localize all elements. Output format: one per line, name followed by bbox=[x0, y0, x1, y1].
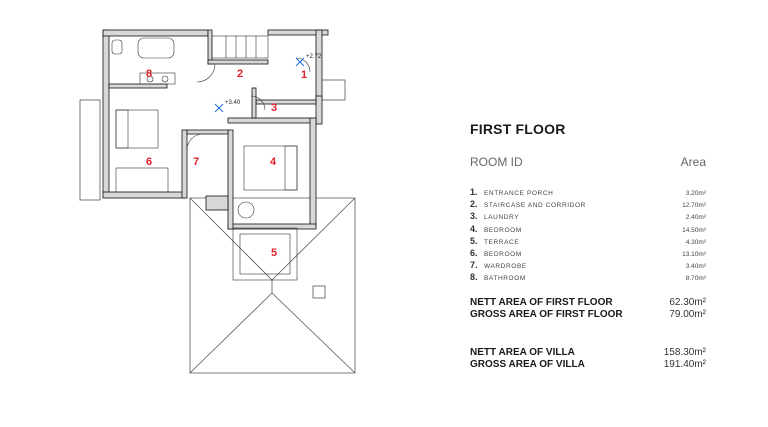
nett-villa-label: NETT AREA OF VILLA bbox=[470, 346, 575, 358]
nett-villa-row: NETT AREA OF VILLA 158.30m² bbox=[470, 347, 706, 359]
room-row: 3. LAUNDRY 2.40m² bbox=[470, 211, 706, 223]
room-row: 8. BATHROOM 8.70m² bbox=[470, 272, 706, 284]
room-name: LAUNDRY bbox=[484, 214, 520, 222]
room-row: 7. WARDROBE 3.40m² bbox=[470, 260, 706, 272]
room-name: ENTRANCE PORCH bbox=[484, 190, 554, 197]
level-markers bbox=[214, 57, 305, 113]
room-area: 8.70m² bbox=[685, 275, 706, 283]
outer-walls bbox=[102, 29, 329, 230]
room-number: 3. bbox=[470, 211, 478, 222]
room-number: 6. bbox=[470, 247, 478, 258]
room-number: 1. bbox=[470, 187, 478, 197]
room-name: STAIRCASE AND CORRIDOR bbox=[484, 202, 586, 210]
roof-below bbox=[79, 79, 356, 374]
gross-floor-value: 79.00m² bbox=[669, 308, 706, 320]
room-area: 12.70m² bbox=[682, 202, 706, 210]
room-name: TERRACE bbox=[484, 238, 520, 246]
room-area: 13.10m² bbox=[682, 250, 706, 258]
room-name: BEDROOM bbox=[484, 226, 522, 234]
nett-floor-row: NETT AREA OF FIRST FLOOR 62.30m² bbox=[470, 297, 706, 309]
room-area: 14.50m² bbox=[682, 226, 706, 234]
room-number: 4. bbox=[470, 223, 478, 234]
room-label-2: 2 bbox=[237, 68, 243, 80]
room-number: 2. bbox=[470, 199, 478, 210]
room-row: 6. BEDROOM 13.10m² bbox=[470, 248, 706, 260]
room-row: 2. STAIRCASE AND CORRIDOR 12.70m² bbox=[470, 199, 706, 211]
floor-plan: +2.72 +3.40 1 2 3 4 5 6 7 8 bbox=[79, 29, 356, 374]
room-area: 2.40m² bbox=[685, 214, 706, 222]
gross-villa-row: GROSS AREA OF VILLA 191.40m² bbox=[470, 359, 706, 371]
level-corridor: +3.40 bbox=[225, 100, 241, 106]
room-label-6: 6 bbox=[146, 156, 152, 168]
page-title: FIRST FLOOR bbox=[470, 121, 566, 137]
stair-and-fixtures bbox=[111, 35, 311, 281]
column-area: Area bbox=[680, 155, 706, 169]
column-room-id: ROOM ID bbox=[470, 155, 523, 169]
room-name: WARDROBE bbox=[484, 263, 527, 271]
gross-floor-label: GROSS AREA OF FIRST FLOOR bbox=[470, 308, 623, 320]
room-name: BEDROOM bbox=[484, 250, 522, 258]
room-row: 1. ENTRANCE PORCH 3.20m² bbox=[470, 187, 706, 199]
room-row: 4. BEDROOM 14.50m² bbox=[470, 224, 706, 236]
nett-floor-value: 62.30m² bbox=[669, 296, 706, 308]
schedule-header: ROOM ID Area bbox=[470, 155, 706, 169]
room-label-7: 7 bbox=[193, 156, 199, 168]
room-number: 5. bbox=[470, 235, 478, 246]
gross-villa-label: GROSS AREA OF VILLA bbox=[470, 358, 585, 370]
room-label-8: 8 bbox=[146, 68, 152, 80]
gross-floor-row: GROSS AREA OF FIRST FLOOR 79.00m² bbox=[470, 309, 706, 321]
room-label-4: 4 bbox=[270, 156, 277, 168]
nett-floor-label: NETT AREA OF FIRST FLOOR bbox=[470, 296, 613, 308]
room-number: 8. bbox=[470, 272, 478, 283]
room-area: 3.40m² bbox=[685, 263, 706, 271]
room-schedule: FIRST FLOOR ROOM ID Area 1. ENTRANCE PORC… bbox=[470, 121, 706, 371]
floor-totals: NETT AREA OF FIRST FLOOR 62.30m² GROSS A… bbox=[470, 297, 706, 371]
room-area: 4.30m² bbox=[685, 238, 706, 246]
level-entrance: +2.72 bbox=[306, 54, 322, 60]
room-number: 7. bbox=[470, 260, 478, 271]
room-label-5: 5 bbox=[271, 247, 277, 259]
room-area: 3.20m² bbox=[685, 190, 706, 197]
room-name: BATHROOM bbox=[484, 275, 526, 283]
gross-villa-value: 191.40m² bbox=[663, 358, 706, 370]
nett-villa-value: 158.30m² bbox=[663, 346, 706, 358]
room-label-3: 3 bbox=[271, 102, 277, 114]
room-label-1: 1 bbox=[301, 69, 307, 81]
room-row: 5. TERRACE 4.30m² bbox=[470, 236, 706, 248]
